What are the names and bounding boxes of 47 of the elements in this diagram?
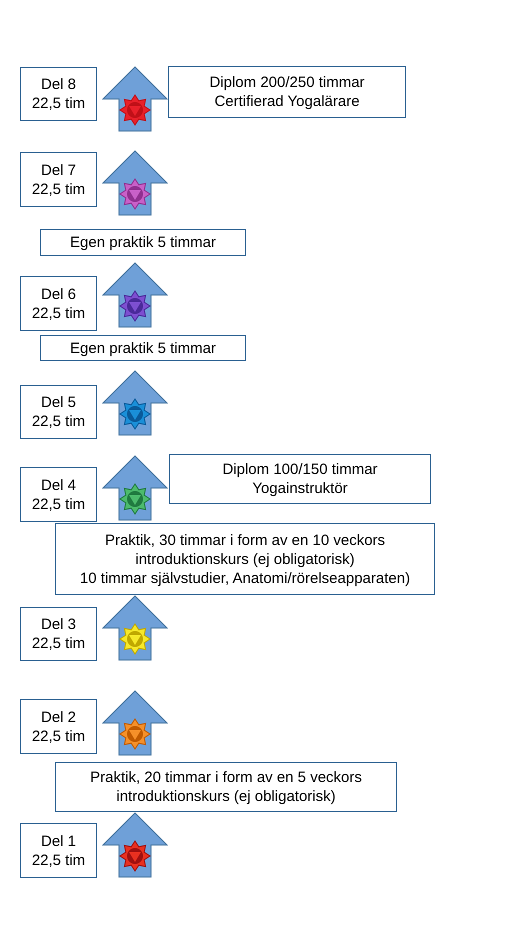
box-text: 22,5 tim bbox=[32, 726, 86, 746]
text-box bbox=[169, 454, 431, 504]
text-box bbox=[20, 67, 97, 121]
box-text: Del 6 bbox=[40, 284, 76, 304]
text-box bbox=[20, 467, 97, 522]
box-text: Egen praktik 5 timmar bbox=[70, 233, 216, 252]
text-box bbox=[20, 385, 97, 439]
chakra-arrow-drawing bbox=[102, 690, 168, 756]
box-text: Diplom 100/150 timmar bbox=[222, 460, 378, 479]
text-box bbox=[20, 152, 97, 207]
chakra-arrow-drawing bbox=[102, 262, 168, 328]
text-box bbox=[40, 335, 246, 361]
box-text: Egen praktik 5 timmar bbox=[70, 338, 216, 358]
box-text: Diplom 200/250 timmar bbox=[209, 73, 365, 92]
box-text: Del 2 bbox=[40, 708, 76, 726]
box-text: 22,5 tim bbox=[32, 412, 86, 431]
chakra-arrow-drawing bbox=[102, 66, 168, 132]
box-text: 22,5 tim bbox=[32, 850, 86, 870]
box-text: 22,5 tim bbox=[32, 494, 86, 514]
text-box bbox=[40, 229, 246, 256]
box-text: 22,5 tim bbox=[32, 304, 86, 322]
text-box bbox=[20, 823, 97, 878]
box-text: 22,5 tim bbox=[32, 94, 86, 113]
box-text: 22,5 tim bbox=[32, 634, 86, 653]
box-text: Del 7 bbox=[40, 160, 76, 180]
box-text: Del 3 bbox=[40, 615, 76, 634]
chakra-arrow-drawing bbox=[102, 150, 168, 216]
box-text: 10 timmar självstudier, Anatomi/rörelseapparaten) bbox=[80, 568, 410, 588]
text-box bbox=[20, 699, 97, 754]
box-text: Praktik, 30 timmar i form av en 10 veckors introduktionskurs (ej obligatorisk) bbox=[104, 530, 386, 568]
box-text: Certifierad Yogalärare bbox=[214, 92, 360, 111]
box-text: 22,5 tim bbox=[32, 180, 86, 198]
chakra-arrow-drawing bbox=[102, 370, 168, 436]
chakra-arrow-drawing bbox=[102, 812, 168, 878]
text-box bbox=[168, 66, 406, 118]
text-box bbox=[20, 607, 97, 661]
text-box bbox=[55, 762, 397, 812]
box-text: Del 8 bbox=[40, 75, 76, 94]
box-text: Yogainstruktör bbox=[252, 479, 348, 498]
box-text: Del 5 bbox=[40, 393, 76, 412]
chakra-arrow-drawing bbox=[102, 595, 168, 660]
chakra-arrow-drawing bbox=[102, 455, 168, 520]
text-box bbox=[20, 276, 97, 331]
box-text: Praktik, 20 timmar i form av en 5 veckors introduktionskurs (ej obligatorisk) bbox=[89, 768, 363, 806]
text-box bbox=[55, 523, 435, 595]
box-text: Del 1 bbox=[40, 832, 76, 850]
box-text: Del 4 bbox=[40, 476, 76, 494]
